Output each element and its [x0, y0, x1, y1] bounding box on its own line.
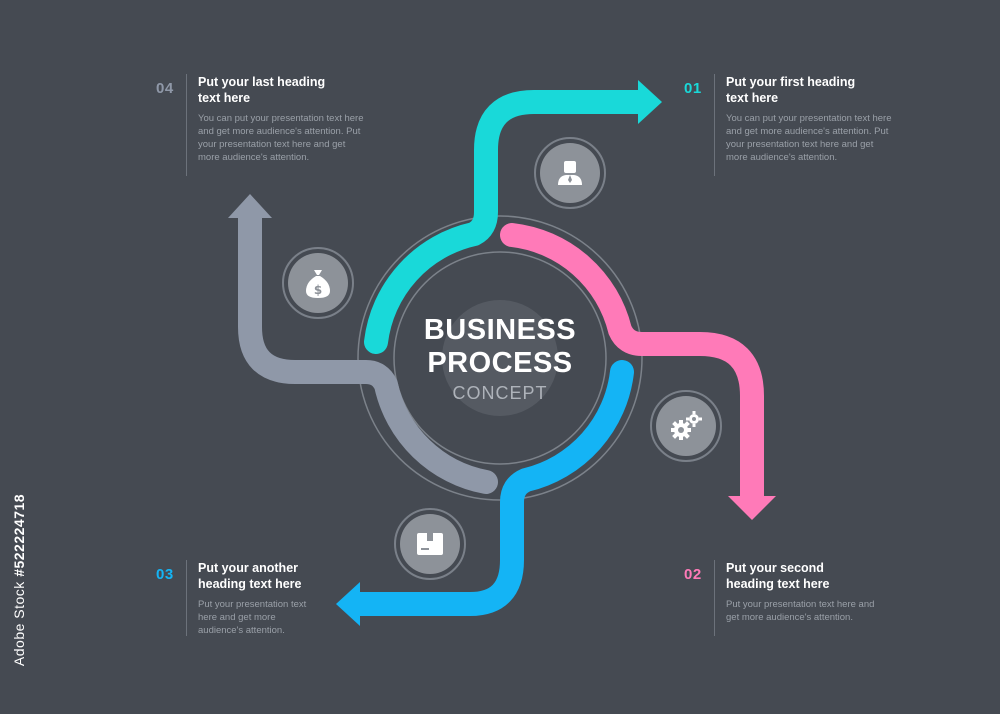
step-03-divider [186, 560, 187, 636]
stock-id-text: Adobe Stock #522224718 [11, 493, 27, 667]
center-subtitle: CONCEPT [452, 383, 548, 403]
arrow-step-03 [344, 360, 634, 616]
step-03-heading: Put your another heading text here [198, 560, 368, 592]
center-title-line1: BUSINESS [423, 314, 577, 346]
arrow-step-01 [364, 90, 654, 354]
step-02-heading-line2: heading text here [726, 577, 830, 591]
step-03-heading-line1: Put your another [198, 561, 299, 575]
arrowhead-step-02 [728, 496, 776, 520]
step-02-divider [714, 560, 715, 636]
badge-step-04: $ [282, 247, 354, 319]
step-02-number: 02 [684, 566, 702, 583]
step-04-heading: Put your last heading text here [198, 74, 368, 106]
step-04-heading-line2: text here [198, 91, 251, 105]
step-03-number: 03 [156, 566, 174, 583]
step-04-body: You can put your presentation text here … [198, 113, 364, 163]
arrowhead-step-01 [638, 80, 662, 124]
step-04-divider [186, 74, 187, 176]
step-01-heading-line1: Put your first heading [726, 75, 856, 89]
step-04-heading-line1: Put your last heading [198, 75, 326, 89]
step-01-heading-line2: text here [726, 91, 779, 105]
step-02-body: Put your presentation text here and get … [726, 599, 875, 623]
user-icon [558, 161, 582, 185]
step-01-heading: Put your first heading text here [726, 74, 896, 106]
badge-step-03 [394, 508, 466, 580]
step-01-number: 01 [684, 80, 702, 97]
svg-text:$: $ [314, 283, 322, 297]
step-01-divider [714, 74, 715, 176]
box-icon [417, 533, 443, 555]
gears-icon [671, 411, 702, 440]
center-title-line2: PROCESS [427, 347, 573, 379]
step-03-body: Put your presentation text here and get … [198, 599, 307, 636]
center-disc [442, 300, 558, 416]
badge-step-02 [650, 390, 722, 462]
step-03-heading-line2: heading text here [198, 577, 302, 591]
center-title: BUSINESS PROCESS CONCEPT [400, 314, 600, 404]
inner-ring [393, 251, 607, 465]
badge-step-01 [534, 137, 606, 209]
step-02-heading-line1: Put your second [726, 561, 824, 575]
arrow-step-04 [238, 204, 498, 494]
step-02-heading: Put your second heading text here [726, 560, 896, 592]
arrowhead-step-04 [228, 194, 272, 226]
outer-ring [357, 215, 643, 501]
stock-watermark-id: Adobe Stock #522224718 [4, 480, 34, 680]
money-bag-icon: $ [306, 270, 330, 298]
step-04-number: 04 [156, 80, 174, 97]
arrow-step-02 [500, 223, 764, 512]
step-01-body: You can put your presentation text here … [726, 113, 892, 163]
arrowhead-step-03 [336, 582, 360, 626]
